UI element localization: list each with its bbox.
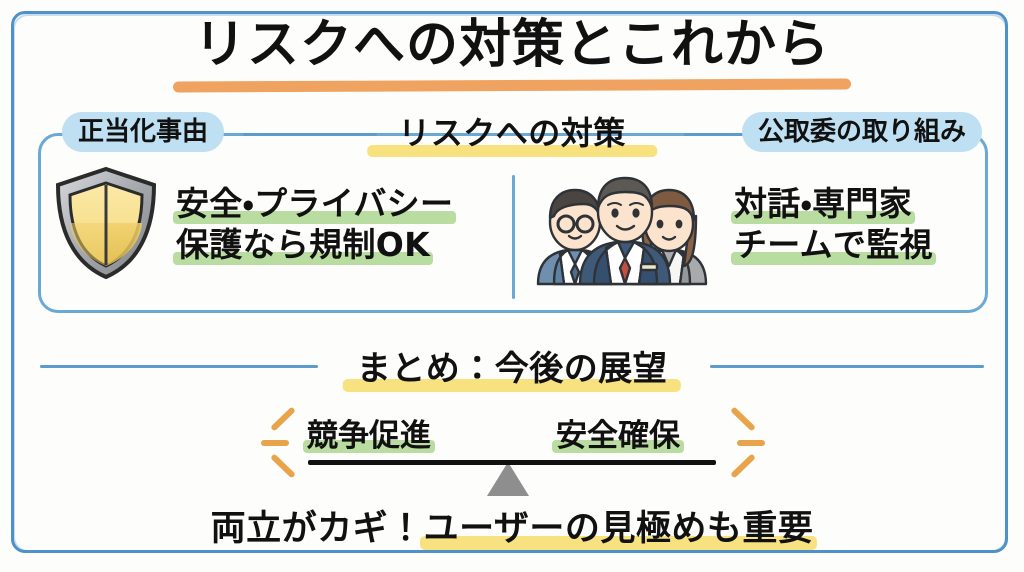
sparkle-ray-right-2 [737,440,765,446]
closing-statement-block: 両立がカギ！ユーザーの見極めも重要 [0,500,1024,551]
badge-jftc-initiatives: 公取委の取り組み [741,112,982,152]
section-subtitle-block: リスクへの対策 [366,108,657,157]
slide-title-block: リスクへの対策とこれから [0,15,1024,93]
sparkle-ray-right-1 [730,406,756,432]
closing-statement: 両立がカギ！ユーザーの見極めも重要 [210,500,818,551]
initiative-line-1: 対話・専門家 [730,184,916,224]
connector-line-right [684,133,766,136]
people-team-icon [524,160,720,290]
column-justification: 安全・プライバシー 保護なら規制OK [52,160,502,290]
scale-label-left: 競争促進 [303,410,435,455]
closing-plain-part: 両立がカギ！ [210,509,424,549]
summary-highlight-bar [343,379,681,392]
summary-rule-left [40,365,318,368]
measures-panel [38,133,988,313]
shield-icon [52,165,160,285]
sparkle-ray-left-2 [261,440,289,446]
subtitle-highlight-bar [366,145,657,157]
closing-highlighted-part: ユーザーの見極めも重要 [419,500,818,551]
initiative-line-2: チームで監視 [731,225,936,265]
panel-vertical-divider [512,175,515,299]
column-justification-text: 安全・プライバシー 保護なら規制OK [172,184,457,265]
section-subtitle: リスクへの対策 [398,114,626,152]
page-title: リスクへの対策とこれから [193,15,830,75]
summary-title-block: まとめ：今後の展望 [343,341,681,392]
balance-scale-diagram: 競争促進 安全確保 [0,398,1024,498]
scale-fulcrum-triangle [487,462,529,496]
scale-beam [308,460,716,465]
summary-rule-right [710,365,984,368]
measure-line-1: 安全・プライバシー [172,184,457,224]
summary-heading: まとめ：今後の展望 [356,349,668,389]
sparkle-ray-left-3 [270,453,296,479]
section-header-row: 正当化事由 公取委の取り組み リスクへの対策 [0,106,1024,162]
connector-line-left [243,133,377,136]
sparkle-ray-left-1 [270,406,296,432]
title-underline-stroke [172,78,852,93]
sparkle-ray-right-3 [730,453,756,479]
column-jftc-text: 対話・専門家 チームで監視 [730,184,936,265]
measure-line-2: 保護なら規制OK [172,225,434,265]
summary-header-row: まとめ：今後の展望 [0,341,1024,392]
badge-justification: 正当化事由 [62,112,225,152]
scale-label-right: 安全確保 [552,410,684,455]
column-jftc: 対話・専門家 チームで監視 [524,160,976,290]
